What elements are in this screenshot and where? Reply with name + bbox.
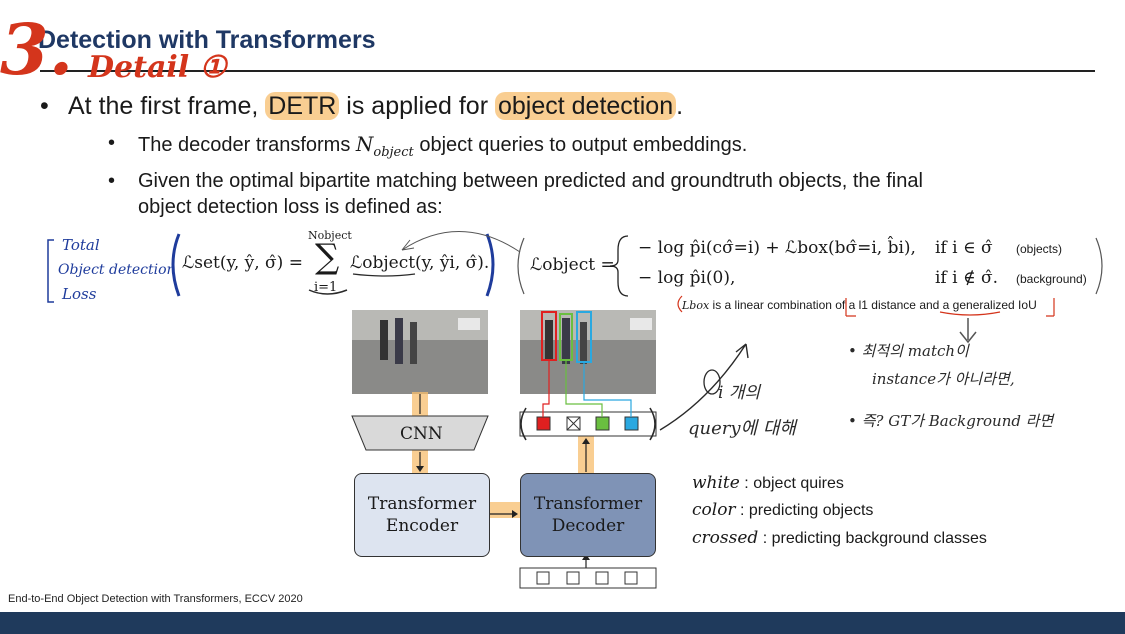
loss-case1: − log p̂i(cσ̂=i) + ℒbox(bσ̂=i, b̂i), <box>638 238 916 258</box>
sub-bullet-matching-cont: object detection loss is defined as: <box>138 196 443 218</box>
legend-color: color : predicting objects <box>692 500 874 520</box>
input-query-row <box>519 567 657 589</box>
hand-object-detection: Object detection <box>58 262 176 278</box>
hand-note-match: • 최적의 match이 <box>848 342 969 360</box>
lbox-annotations <box>677 295 1055 344</box>
sub-bullet-matching: •Given the optimal bipartite matching be… <box>108 170 923 192</box>
loss-link-arrow <box>401 231 521 253</box>
hand-total: Total <box>62 236 100 254</box>
loss-object-brackets <box>517 235 1103 297</box>
highlight-detr: DETR <box>265 92 340 120</box>
legend-white: white : object quires <box>692 473 844 493</box>
hand-note-instance: instance가 아니라면, <box>872 370 1015 388</box>
legend-crossed: crossed : predicting background classes <box>692 528 987 548</box>
loss-case2-note: (background) <box>1016 272 1087 286</box>
cnn-label: CNN <box>400 424 443 444</box>
transformer-encoder-block: Transformer Encoder <box>354 473 490 557</box>
footer-citation: End-to-End Object Detection with Transfo… <box>8 593 303 605</box>
footer-bar <box>0 612 1125 634</box>
title-divider <box>40 70 1095 72</box>
lbox-note: Lbox is a linear combination of a l1 dis… <box>682 298 1037 312</box>
transformer-decoder-block: Transformer Decoder <box>520 473 656 557</box>
loss-case2-cond: if i ∉ σ̂. <box>935 268 998 288</box>
total-bracket <box>47 239 54 303</box>
loss-case1-cond: if i ∈ σ̂ <box>935 238 993 258</box>
loss-set-lhs: ℒset(y, ŷ, σ̂) = <box>182 253 303 273</box>
loss-case2: − log p̂i(0), <box>638 268 736 288</box>
cnn-block <box>351 415 489 451</box>
loss-set-rhs: ℒobject(y, ŷi, σ̂). <box>350 253 490 273</box>
loss-sum-bottom: i=1 <box>314 280 338 295</box>
loss-sum-top: Nobject <box>308 229 352 242</box>
loss-case1-note: (objects) <box>1016 242 1063 256</box>
loss-set-brackets <box>171 233 495 297</box>
slide-title: Detection with Transformers <box>38 26 376 54</box>
section-detail-annotation: Detail ① <box>88 50 227 85</box>
detr-diagram <box>351 310 657 589</box>
hand-query-count: i 개의 <box>718 383 761 403</box>
section-number-annotation: 3. <box>0 8 74 91</box>
hand-loss: Loss <box>62 285 97 303</box>
loss-object-lhs: ℒobject = <box>530 255 615 275</box>
highlight-object-detection: object detection <box>494 92 677 120</box>
hand-arrow-query <box>659 343 749 431</box>
bullet-main: •At the first frame, DETR is applied for… <box>40 92 684 120</box>
loss-sum-sign: ∑ <box>315 237 340 277</box>
hand-query-for: query에 대해 <box>688 418 796 439</box>
hand-note-background: • 즉? GT가 Background 라면 <box>848 412 1054 430</box>
sub-bullet-decoder: •The decoder transforms Nobject object q… <box>108 132 748 160</box>
